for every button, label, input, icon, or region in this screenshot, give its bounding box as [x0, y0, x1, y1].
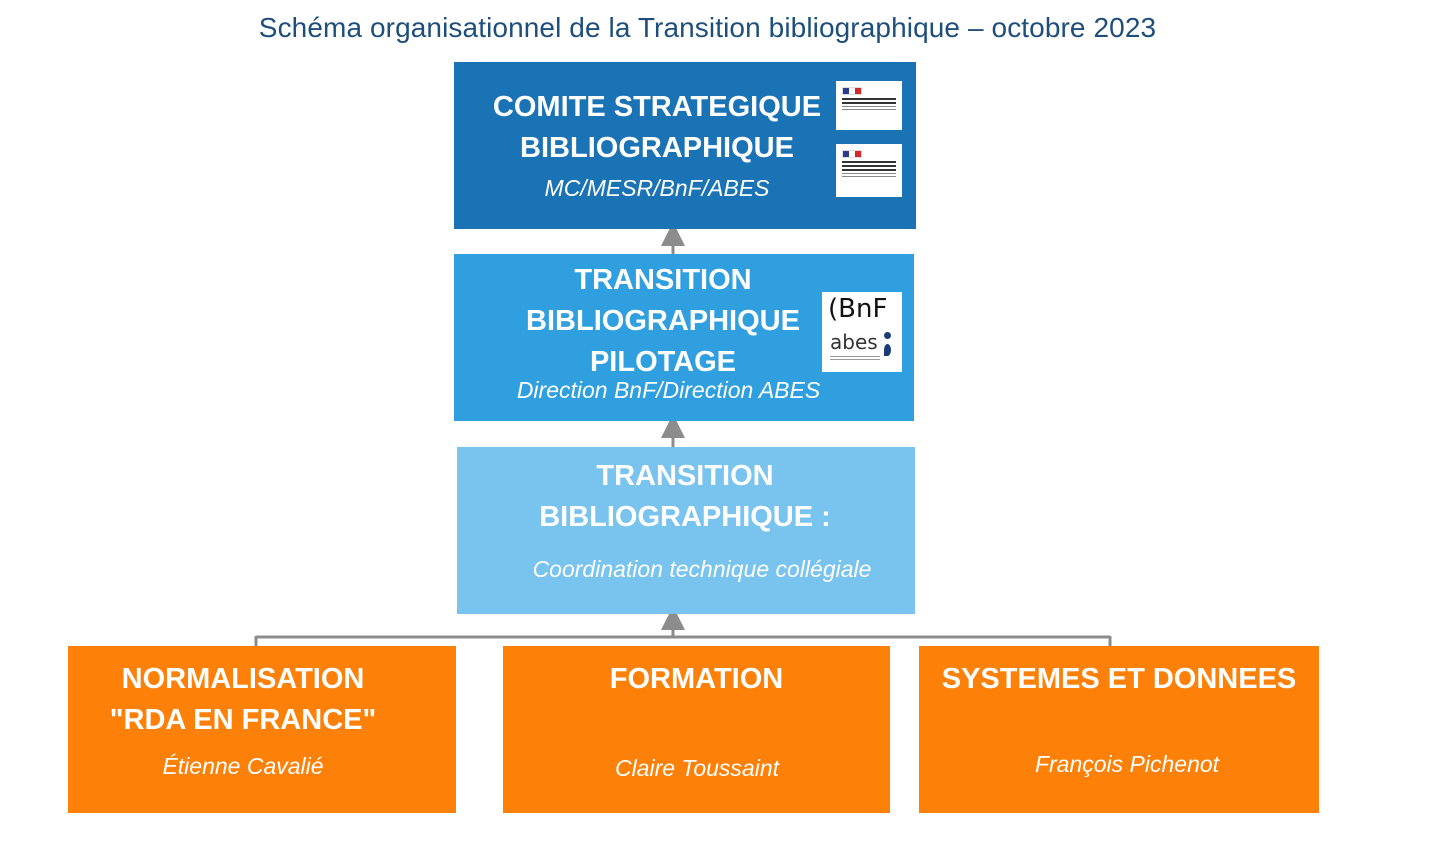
bnf-logo-text: (BnF	[828, 294, 888, 324]
formation-lead: Claire Toussaint	[614, 755, 780, 781]
coordination-subtitle: Coordination technique collégiale	[532, 556, 872, 582]
ministry-of-culture-logo	[836, 81, 902, 130]
strategic-committee-subtitle: MC/MESR/BnF/ABES	[544, 175, 770, 201]
ministry-higher-education-logo	[836, 144, 902, 197]
bnf-abes-logo: (BnF abes	[822, 292, 902, 372]
french-flag-icon	[842, 87, 862, 95]
strategic-committee-heading: COMITE STRATEGIQUE BIBLIOGRAPHIQUE	[492, 91, 822, 164]
systemes-box: SYSTEMES ET DONNEES François Pichenot	[919, 646, 1319, 813]
normalisation-heading: NORMALISATION "RDA EN FRANCE"	[109, 663, 377, 736]
pilotage-heading: TRANSITION BIBLIOGRAPHIQUE PILOTAGE	[526, 264, 800, 378]
diagram-title: Schéma organisationnel de la Transition …	[258, 12, 1157, 43]
pilotage-subtitle: Direction BnF/Direction ABES	[516, 377, 821, 403]
abes-logo-text: abes	[830, 330, 878, 354]
normalisation-lead: Étienne Cavalié	[162, 753, 324, 779]
normalisation-box: NORMALISATION "RDA EN FRANCE" Étienne Ca…	[68, 646, 456, 813]
coordination-box: TRANSITION BIBLIOGRAPHIQUE : Coordinatio…	[457, 447, 915, 614]
systemes-lead: François Pichenot	[1034, 751, 1220, 777]
formation-box: FORMATION Claire Toussaint	[503, 646, 890, 813]
coordination-heading: TRANSITION BIBLIOGRAPHIQUE :	[539, 460, 831, 533]
formation-heading: FORMATION	[609, 663, 784, 695]
systemes-heading: SYSTEMES ET DONNEES	[941, 663, 1297, 695]
french-flag-icon	[842, 150, 862, 158]
